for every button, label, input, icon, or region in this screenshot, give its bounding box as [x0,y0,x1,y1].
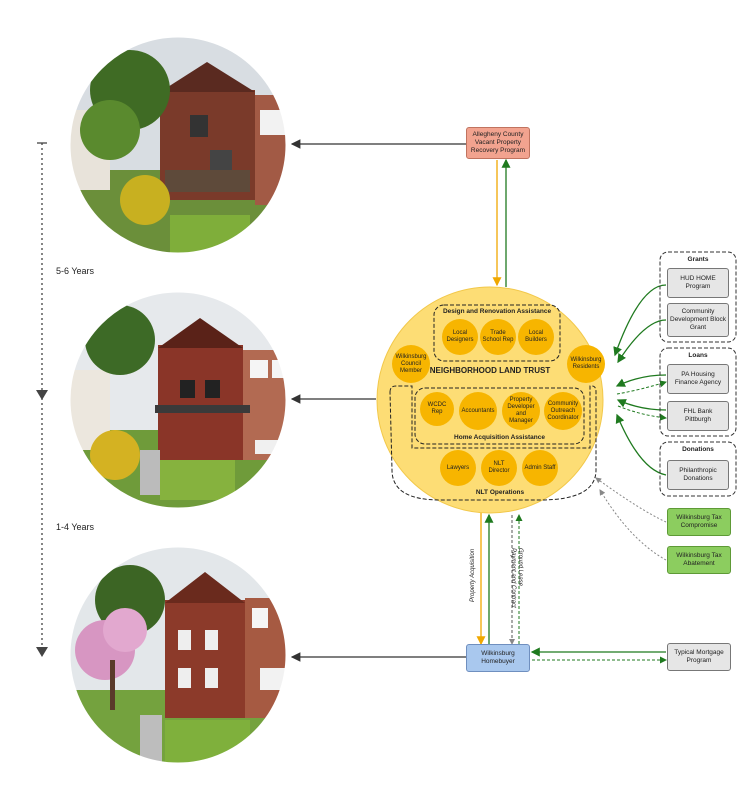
cdbg-box: Community Development Block Grant [667,303,729,337]
operations-group-outline [389,385,597,501]
arrow-fhl-to-trust [616,399,667,411]
accountants-node: Accountants [459,392,497,430]
arrow-hud-to-trust [613,284,667,357]
donations-title: Donations [682,446,714,453]
timeline-label-bottom: 1-4 Years [56,522,95,532]
arrow-tax-abatement [599,489,667,561]
house-finished-icon [70,547,286,763]
philanthropic-box: Philanthropic Donations [667,460,729,490]
outreach-coordinator-node: Community Outreach Coordinator [544,392,582,430]
timeline-label-top: 5-6 Years [56,266,95,276]
acquisition-group-title: Home Acquisition Assistance [454,434,545,441]
donations-group-outline [659,441,737,497]
lawyers-node: Lawyers [440,450,476,486]
tax-compromise-box: Wilkinsburg Tax Compromise [667,508,731,536]
local-builders-node: Local Builders [518,319,554,355]
hud-home-box: HUD HOME Program [667,268,729,298]
admin-staff-node: Admin Staff [522,450,558,486]
design-group-outline [433,304,561,362]
acquisition-group-outline [414,387,585,445]
arrow-tax-compromise [595,477,667,523]
trust-title: NEIGHBORHOOD LAND TRUST [429,366,551,375]
property-acquisition-label: Property Acquisition [470,548,476,602]
house-before-icon [70,37,286,253]
council-member-node: Wilkinsburg Council Member [392,345,430,383]
arrow-cdbg-to-trust [617,319,667,364]
arrow-donations-to-trust [615,413,667,476]
property-developer-node: Property Developer and Manager [502,392,540,430]
arrow-pahfa-to-trust [615,374,667,387]
arrow-trust-to-fhl [617,405,667,421]
fhl-bank-box: FHL Bank Pittburgh [667,401,729,431]
loans-group-outline [659,347,737,437]
trade-school-node: Trade School Rep [480,319,516,355]
local-designers-node: Local Designers [442,319,478,355]
grants-title: Grants [687,256,709,263]
ground-lease-label: Ground Lease Payment and Contract [510,548,523,608]
loans-title: Loans [688,352,708,359]
county-program-box: Allegheny County Vacant Property Recover… [466,127,530,159]
wcdc-rep-node: WCDC Rep [420,392,454,426]
residents-node: Wilkinsburg Residents [567,345,605,383]
arrow-trust-to-pahfa [616,380,667,395]
mortgage-box: Typical Mortgage Program [667,643,731,671]
grants-group-outline [659,251,737,343]
design-group-title: Design and Renovation Assistance [442,308,552,315]
pahfa-box: PA Housing Finance Agency [667,364,729,394]
operations-group-title: NLT Operations [475,489,525,496]
nlt-director-node: NLT Director [481,450,517,486]
timeline-arrow [36,142,48,657]
homebuyer-box: Wilkinsburg Homebuyer [466,644,530,672]
house-renovated-icon [70,292,286,508]
tax-abatement-box: Wilkinsburg Tax Abatement [667,546,731,574]
